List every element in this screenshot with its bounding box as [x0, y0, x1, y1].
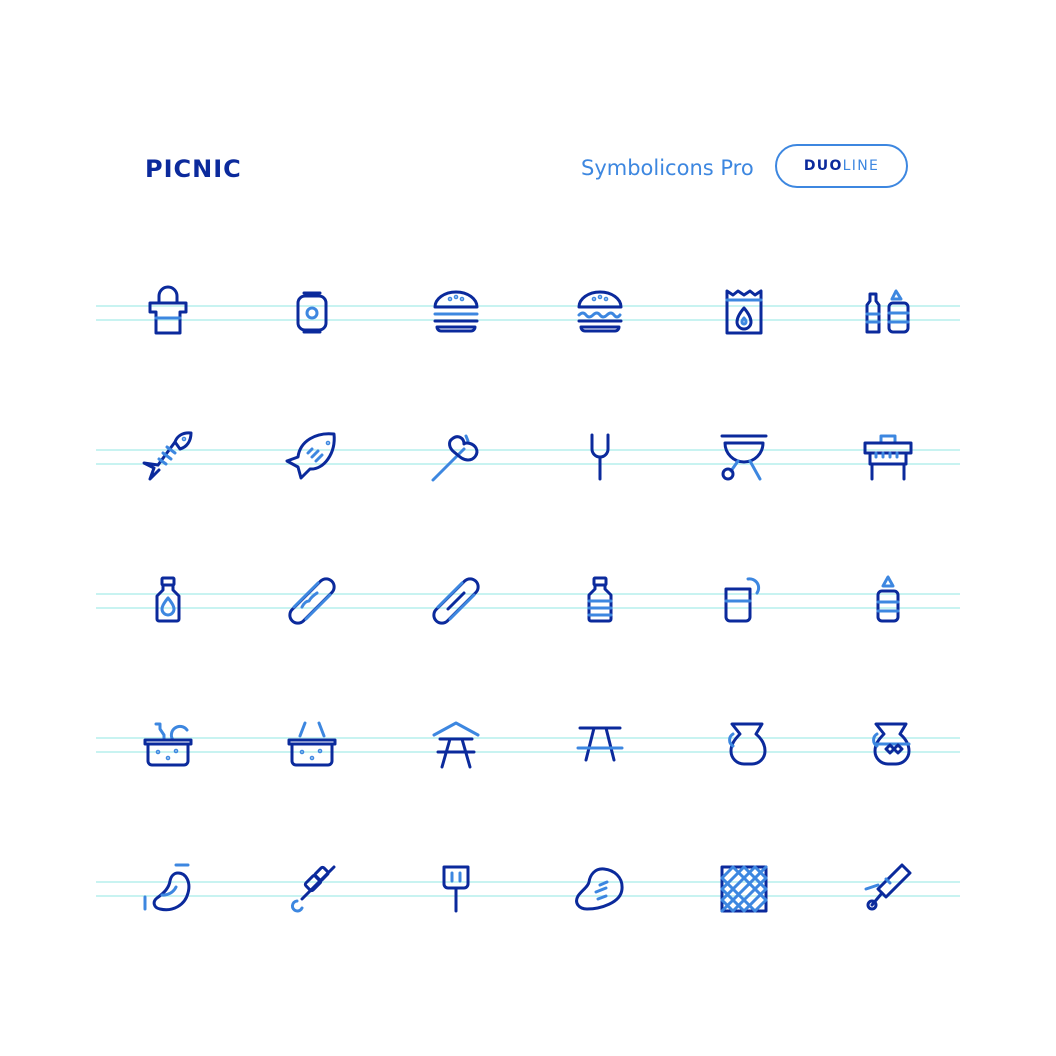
picnic-basket-full-icon: [138, 715, 198, 775]
pitcher-icon: [714, 715, 774, 775]
hot-dog-icon: [282, 571, 342, 631]
grill-grate-icon: [714, 859, 774, 919]
water-bottle-icon: [570, 571, 630, 631]
guide-line: [96, 593, 960, 595]
sauce-bottle-icon: [138, 571, 198, 631]
grill-fork-icon: [570, 427, 630, 487]
can-icon: [282, 283, 342, 343]
page-title: PICNIC: [145, 155, 242, 183]
tongs-icon: [858, 859, 918, 919]
icon-row-1: [96, 283, 960, 343]
sausage-icon: [138, 859, 198, 919]
guide-line: [96, 881, 960, 883]
charcoal-bag-icon: [714, 283, 774, 343]
fish-bone-icon: [138, 427, 198, 487]
guide-line: [96, 607, 960, 609]
picnic-table-icon: [570, 715, 630, 775]
guide-line: [96, 463, 960, 465]
guide-line: [96, 449, 960, 451]
kettle-grill-icon: [714, 427, 774, 487]
apron-icon: [138, 283, 198, 343]
guide-line: [96, 305, 960, 307]
cup-straw-icon: [714, 571, 774, 631]
lemonade-pitcher-icon: [858, 715, 918, 775]
burger-lettuce-icon: [570, 283, 630, 343]
icon-row-4: [96, 715, 960, 775]
icon-row-5: [96, 859, 960, 919]
guide-line: [96, 737, 960, 739]
brand-name: Symbolicons Pro: [581, 156, 754, 180]
icon-row-3: [96, 571, 960, 631]
ketchup-bottle-icon: [858, 571, 918, 631]
sausage-skewer-icon: [426, 427, 486, 487]
spatula-icon: [426, 859, 486, 919]
kebab-icon: [282, 859, 342, 919]
guide-line: [96, 751, 960, 753]
grill-table-icon: [858, 427, 918, 487]
icon-row-2: [96, 427, 960, 487]
picnic-basket-icon: [282, 715, 342, 775]
burger-icon: [426, 283, 486, 343]
badge-strong-text: DUO: [803, 158, 843, 174]
guide-line: [96, 319, 960, 321]
sauce-bottles-icon: [858, 283, 918, 343]
picnic-table-umbrella-icon: [426, 715, 486, 775]
fish-icon: [282, 427, 342, 487]
badge-light-text: LINE: [842, 158, 880, 174]
hot-dog-mustard-icon: [426, 571, 486, 631]
guide-line: [96, 895, 960, 897]
steak-icon: [570, 859, 630, 919]
